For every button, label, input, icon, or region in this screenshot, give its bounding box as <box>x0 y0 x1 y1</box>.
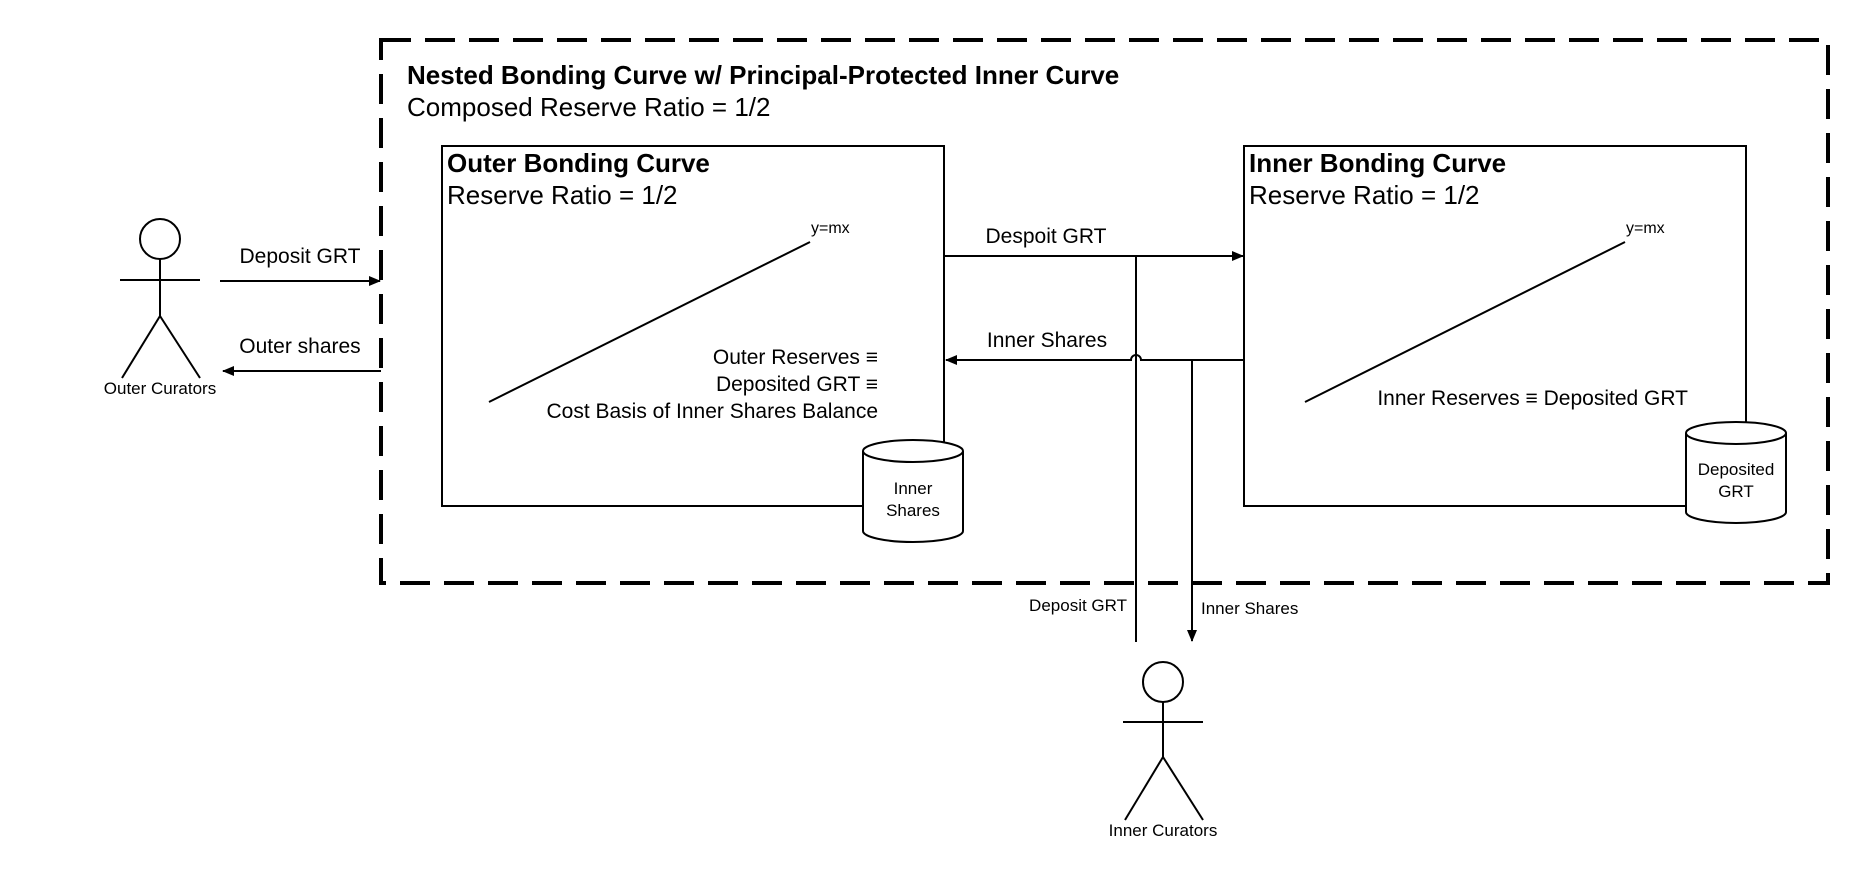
inner-curator-figure <box>1123 661 1204 821</box>
inner-curve-line <box>1304 241 1626 403</box>
inner-curators-deposit-label: Deposit GRT <box>1029 596 1127 615</box>
outer-curve-reserve-ratio: Reserve Ratio = 1/2 <box>447 180 678 210</box>
outer-deposit-label: Deposit GRT <box>240 245 361 268</box>
outer-curve-line-label: y=mx <box>811 220 850 237</box>
outer-shares-label: Outer shares <box>239 335 360 358</box>
deposited-grt-store-label-1: Deposited <box>1698 460 1775 479</box>
outer-reserves-line-1: Outer Reserves ≡ <box>713 346 878 369</box>
inner-curve-reserve-ratio: Reserve Ratio = 1/2 <box>1249 180 1480 210</box>
inner-shares-back-label: Inner Shares <box>987 329 1107 352</box>
outer-bonding-curve-box: Outer Bonding Curve Reserve Ratio = 1/2 … <box>441 145 945 507</box>
inner-curve-line-label: y=mx <box>1626 220 1665 237</box>
outer-reserves-line-3: Cost Basis of Inner Shares Balance <box>546 400 878 423</box>
outer-curve-title: Outer Bonding Curve <box>447 148 710 178</box>
nested-curve-container <box>379 38 1830 585</box>
deposited-grt-store-label-2: GRT <box>1718 482 1754 501</box>
outer-curator-figure <box>120 218 201 379</box>
inner-shares-store-label-1: Inner <box>894 479 933 498</box>
inner-curators-label: Inner Curators <box>1109 821 1218 840</box>
inner-shares-store: Inner Shares <box>862 439 964 543</box>
inner-shares-store-label-2: Shares <box>886 501 940 520</box>
outer-curators-label: Outer Curators <box>104 379 216 398</box>
inner-bonding-curve-box: Inner Bonding Curve Reserve Ratio = 1/2 … <box>1243 145 1747 507</box>
inner-curve-title: Inner Bonding Curve <box>1249 148 1506 178</box>
deposited-grt-store: Deposited GRT <box>1685 421 1787 524</box>
container-title: Nested Bonding Curve w/ Principal-Protec… <box>407 60 1119 90</box>
inner-reserves-label: Inner Reserves ≡ Deposited GRT <box>1377 387 1688 410</box>
inner-shares-back-arrow <box>945 354 1244 365</box>
outer-reserves-line-2: Deposited GRT ≡ <box>716 373 878 396</box>
outer-curve-line <box>488 241 811 403</box>
inner-curators-shares-label: Inner Shares <box>1201 599 1298 618</box>
to-inner-deposit-label: Despoit GRT <box>986 225 1107 248</box>
container-subtitle: Composed Reserve Ratio = 1/2 <box>407 92 770 122</box>
